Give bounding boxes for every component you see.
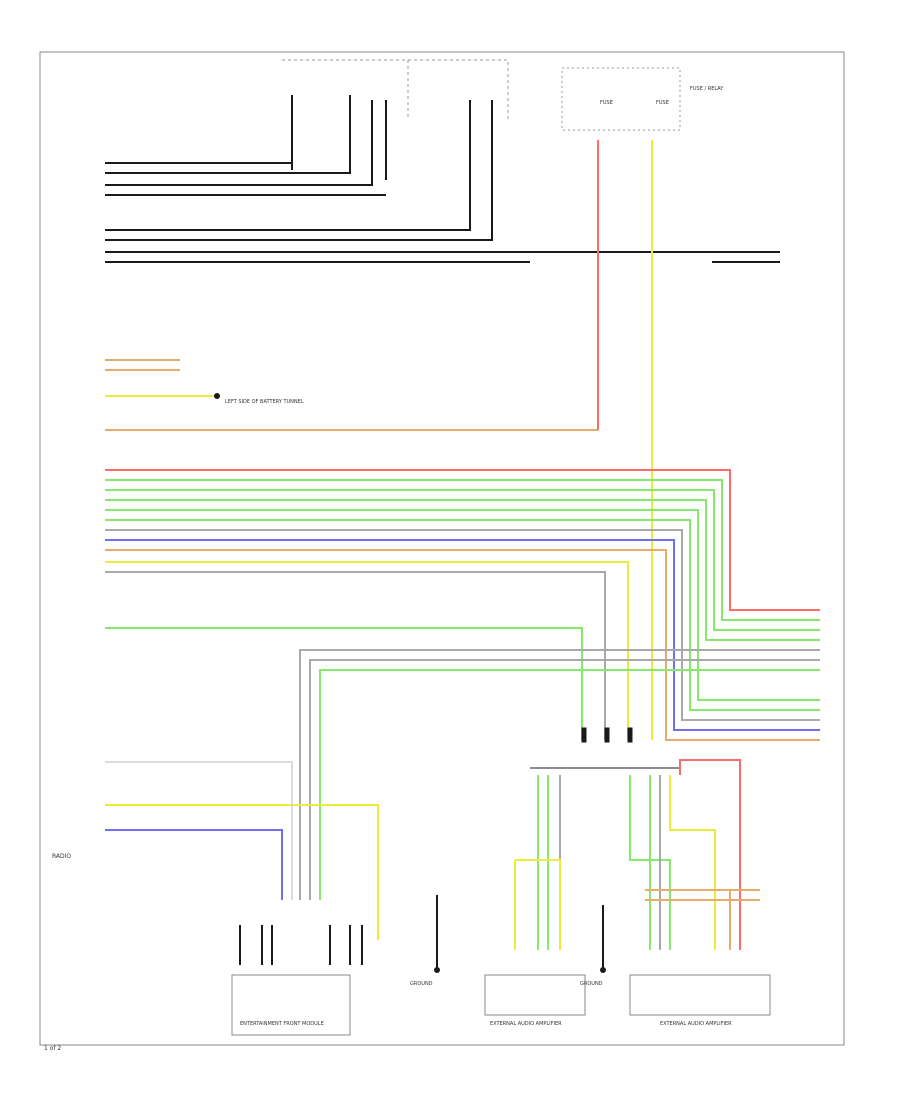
yellow-wire-b (105, 804, 379, 940)
rear-module-left-box (484, 974, 586, 1016)
fuse-right-label: FUSE (656, 100, 669, 106)
battery-note: LEFT SIDE OF BATTERY TUNNEL (225, 399, 304, 405)
ground-note-a: GROUND (410, 981, 433, 987)
fuse-block-right (561, 67, 681, 131)
splice-connectors (530, 727, 680, 769)
ground-symbols (434, 967, 606, 973)
gray-wire-b (299, 649, 820, 900)
top-bus-wires (105, 162, 780, 263)
diagram-frame (39, 51, 845, 1046)
gray-wire-c (309, 659, 820, 900)
fuse-box-mid (408, 59, 509, 120)
rear-module-right-box (629, 974, 771, 1016)
yellow-wire-a (105, 561, 629, 740)
fuse-left-label: FUSE (600, 100, 613, 106)
top-connectors (291, 95, 493, 230)
lower-harness (514, 759, 760, 950)
fuse-box-left (282, 59, 409, 120)
main-harness (105, 469, 820, 741)
blue-wire-a (105, 829, 283, 900)
front-module-label: ENTERTAINMENT FRONT MODULE (240, 1021, 324, 1027)
rear-module-left-label: EXTERNAL AUDIO AMPLIFIER (490, 1021, 562, 1027)
radio-label: RADIO (52, 853, 71, 860)
footer-label: 1 of 2 (44, 1045, 61, 1052)
relay-note: FUSE / RELAY (690, 86, 724, 92)
rear-module-right-label: EXTERNAL AUDIO AMPLIFIER (660, 1021, 732, 1027)
gray-wire-a (105, 571, 606, 740)
ground-terminal (214, 393, 220, 399)
gray-wire-d (105, 761, 293, 900)
green-wire-b (319, 669, 820, 900)
left-short-taps (105, 359, 598, 431)
module-pins (239, 925, 363, 965)
ground-note-b: GROUND (580, 981, 603, 987)
front-module-box (231, 974, 351, 1036)
green-wire-a (105, 627, 583, 740)
